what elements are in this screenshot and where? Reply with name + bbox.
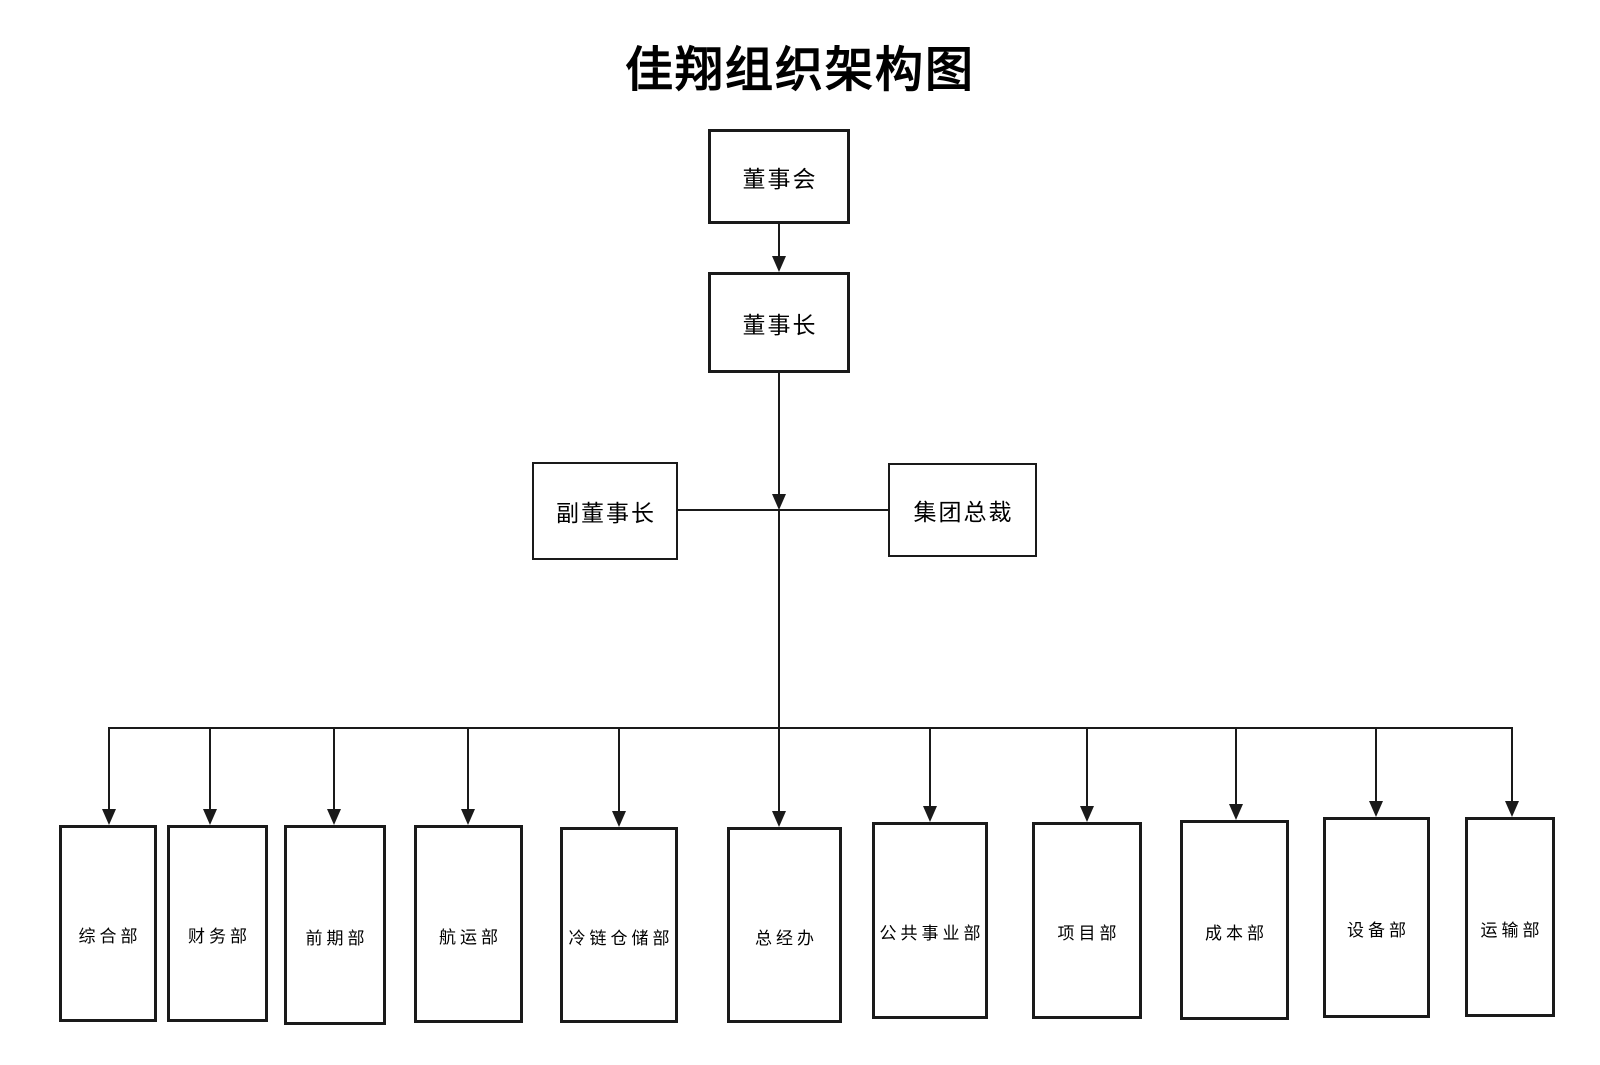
dept-node-preliminary: 前期部 [284,825,386,1025]
dept-node-shipping: 航运部 [414,825,523,1023]
dept-node-transport: 运输部 [1465,817,1555,1017]
org-node-vice-chairman: 副董事长 [532,462,678,560]
dept-node-project: 项目部 [1032,822,1142,1019]
arrowhead-dept-project [1080,806,1094,822]
arrowhead-chairman [772,256,786,272]
arrowhead-dept-gm-office [772,811,786,827]
org-node-vice-chairman-label: 副董事长 [556,501,656,526]
dept-node-cost: 成本部 [1180,820,1289,1020]
arrowhead-dept-cost [1229,804,1243,820]
arrowhead-junction [772,494,786,510]
dept-node-cold-chain-warehouse-label: 冷链仓储部 [568,928,674,948]
dept-node-general: 综合部 [59,825,157,1022]
dept-node-cost-label: 成本部 [1205,923,1268,943]
page-title: 佳翔组织架构图 [624,44,975,97]
org-node-board: 董事会 [708,129,850,224]
dept-node-cold-chain-warehouse: 冷链仓储部 [560,827,678,1023]
dept-node-public-utilities: 公共事业部 [872,822,988,1019]
dept-node-gm-office: 总经办 [727,827,842,1023]
dept-node-public-utilities-label: 公共事业部 [879,924,985,943]
arrowhead-dept-preliminary [327,809,341,825]
arrowhead-dept-shipping [461,809,475,825]
arrowhead-dept-transport [1505,801,1519,817]
dept-node-preliminary-label: 前期部 [305,928,369,948]
dept-node-general-label: 综合部 [78,927,142,946]
dept-node-equipment: 设备部 [1323,817,1430,1018]
org-node-president-label: 集团总裁 [913,500,1014,525]
dept-node-project-label: 项目部 [1057,924,1121,943]
arrowhead-dept-finance [203,809,217,825]
org-node-board-label: 董事会 [742,166,818,192]
dept-node-finance: 财务部 [167,825,268,1022]
org-node-president: 集团总裁 [888,463,1037,557]
org-node-chairman: 董事长 [708,272,850,373]
dept-node-finance-label: 财务部 [188,927,251,946]
arrowhead-dept-cold-chain [612,811,626,827]
arrowhead-dept-public-utilities [923,806,937,822]
arrowhead-dept-equipment [1369,801,1383,817]
dept-node-transport-label: 运输部 [1480,920,1544,940]
dept-node-gm-office-label: 总经办 [755,928,818,948]
arrowhead-dept-general [102,809,116,825]
org-node-chairman-label: 董事长 [742,312,818,338]
dept-node-shipping-label: 航运部 [439,927,502,947]
dept-node-equipment-label: 设备部 [1347,921,1410,940]
